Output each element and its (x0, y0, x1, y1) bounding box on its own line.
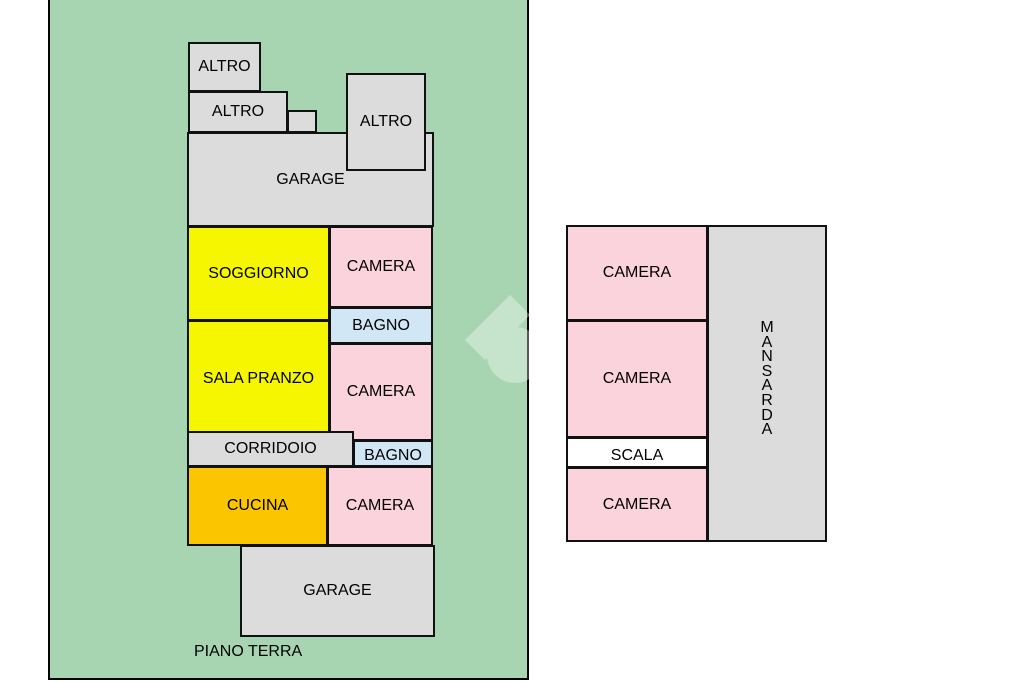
room-corridoio: CORRIDOIO (187, 431, 354, 467)
room-label: CAMERA (345, 497, 415, 514)
room-sala-pranzo: SALA PRANZO (187, 320, 330, 437)
floor-label-piano-terra: PIANO TERRA (194, 643, 303, 660)
room-label: ALTRO (359, 113, 413, 130)
room-label: CAMERA (346, 258, 416, 275)
room-upper-camera-1: CAMERA (566, 225, 708, 321)
room-label: SCALA (610, 446, 664, 464)
mansarda-letter: D (761, 406, 773, 424)
room-camera-1: CAMERA (329, 226, 433, 308)
room-upper-mansarda: M A N S A R D A (707, 225, 827, 542)
room-soggiorno: SOGGIORNO (187, 226, 330, 321)
room-upper-camera-2: CAMERA (566, 320, 708, 438)
mansarda-letter: R (761, 391, 773, 409)
room-small-closet (287, 110, 317, 133)
room-bagno-1: BAGNO (329, 307, 433, 344)
mansarda-letter: A (761, 333, 773, 351)
room-camera-2: CAMERA (329, 343, 433, 441)
watermark-logo-icon (465, 295, 543, 383)
room-label: GARAGE (276, 170, 345, 188)
room-camera-3: CAMERA (327, 466, 433, 546)
room-upper-scala: SCALA (566, 437, 708, 468)
mansarda-letter: A (761, 421, 773, 439)
mansarda-letter: N (761, 348, 773, 366)
room-label: SOGGIORNO (208, 264, 309, 282)
room-label: CUCINA (226, 497, 289, 514)
mansarda-vertical-label: M A N S A R D A (760, 319, 774, 439)
room-upper-camera-3: CAMERA (566, 467, 708, 542)
room-label: ALTRO (198, 58, 251, 75)
room-label: BAGNO (364, 446, 422, 464)
room-cucina: CUCINA (187, 466, 328, 546)
room-label: GARAGE (303, 582, 372, 599)
room-altro-3: ALTRO (346, 73, 426, 171)
room-bagno-2: BAGNO (353, 440, 433, 467)
mansarda-letter: M (760, 319, 774, 336)
room-label: CAMERA (346, 383, 416, 400)
room-label: ALTRO (211, 103, 265, 120)
mansarda-letter: S (761, 362, 773, 380)
room-label: CAMERA (602, 264, 672, 281)
room-label: BAGNO (352, 316, 410, 334)
room-label: CAMERA (602, 495, 672, 513)
room-altro-1: ALTRO (188, 42, 261, 92)
room-label: CORRIDOIO (224, 440, 317, 457)
room-label: SALA PRANZO (202, 369, 315, 387)
room-label: CAMERA (602, 370, 672, 387)
room-garage-bottom: GARAGE (240, 545, 435, 637)
mansarda-letter: A (761, 377, 773, 395)
room-altro-2: ALTRO (188, 91, 288, 133)
